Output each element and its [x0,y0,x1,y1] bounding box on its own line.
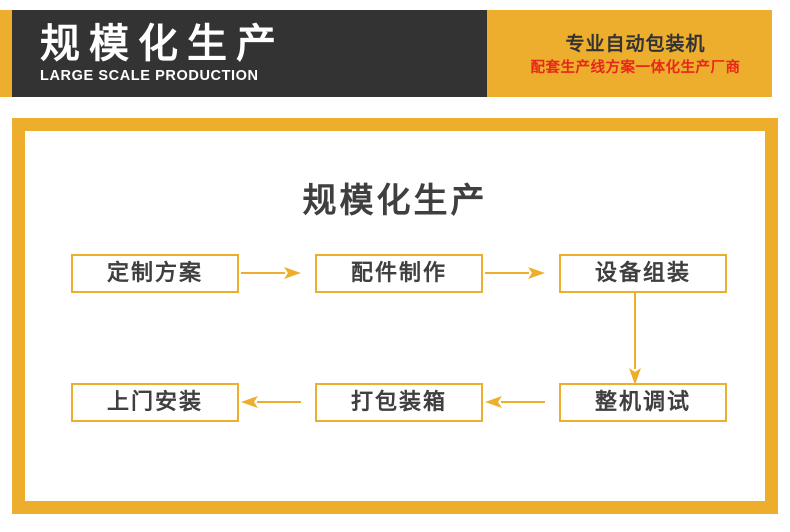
flow-node-label: 设备组装 [594,260,691,286]
flow-node-step-4[interactable]: 整机调试 [559,383,727,422]
brand-title-cn: 规模化生产 [40,21,285,67]
content-frame: 规模化生产 定制方案 配件制作 设备组装 [12,118,778,514]
header-tagline-group: 专业自动包装机 配套生产线方案一体化生产厂商 [498,32,773,78]
flow-arrow-right-2 [485,264,545,282]
flow-node-label: 打包装箱 [350,389,447,415]
flow-arrow-left-2 [241,393,301,411]
flow-node-label: 上门安装 [106,389,203,415]
header-accent-strip [0,10,12,97]
flow-arrow-right-1 [241,264,301,282]
tagline-primary: 专业自动包装机 [565,33,706,55]
flow-node-step-6[interactable]: 上门安装 [71,383,239,422]
flow-node-label: 整机调试 [594,389,691,415]
flow-arrow-down-1 [625,291,645,385]
header-brand-text-group: 规模化生产 LARGE SCALE PRODUCTION [40,22,285,85]
header-tagline-panel: 专业自动包装机 配套生产线方案一体化生产厂商 [487,10,772,97]
process-flow-diagram: 定制方案 配件制作 设备组装 [25,131,765,501]
tagline-secondary: 配套生产线方案一体化生产厂商 [530,60,741,76]
header-brand-panel: 规模化生产 LARGE SCALE PRODUCTION [12,10,487,97]
brand-title-en: LARGE SCALE PRODUCTION [40,68,259,84]
header-banner: 规模化生产 LARGE SCALE PRODUCTION 专业自动包装机 配套生… [0,10,772,97]
flow-node-label: 配件制作 [350,260,447,286]
page-title: 规模化生产 [302,181,488,221]
flow-node-label: 定制方案 [106,260,203,286]
flow-arrow-left-1 [485,393,545,411]
flow-node-step-5[interactable]: 打包装箱 [315,383,483,422]
flow-node-step-3[interactable]: 设备组装 [559,254,727,293]
flow-node-step-2[interactable]: 配件制作 [315,254,483,293]
flow-node-step-1[interactable]: 定制方案 [71,254,239,293]
